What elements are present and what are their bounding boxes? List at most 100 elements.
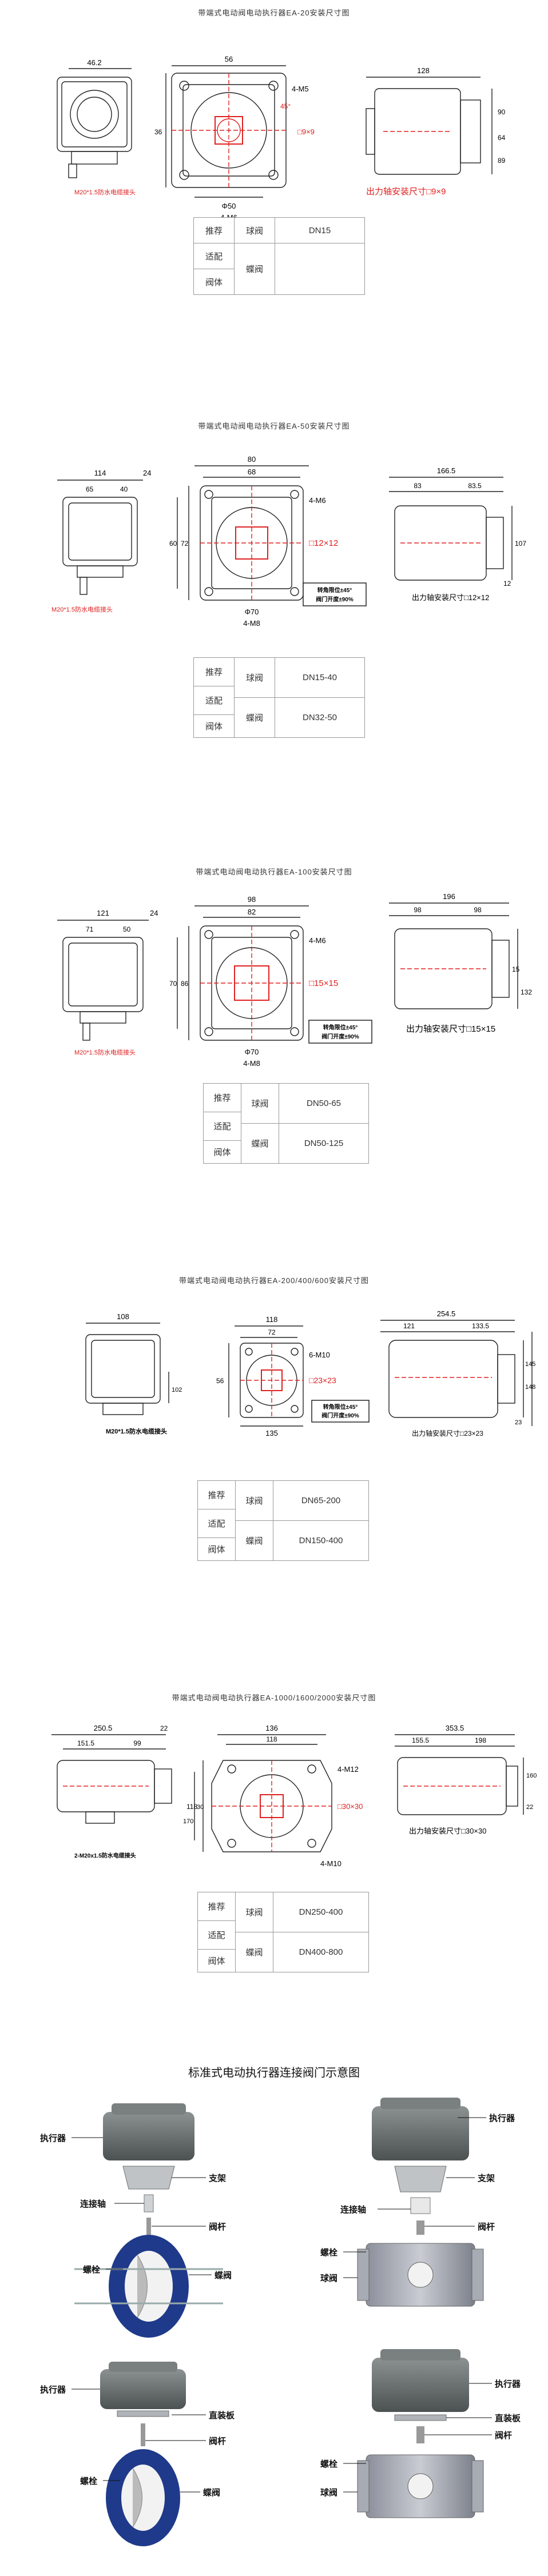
valve-ball: 球阀 <box>234 217 275 243</box>
actuator-shape <box>372 2358 469 2412</box>
top-view <box>194 1734 332 1852</box>
dim-a: 121 <box>97 909 109 917</box>
spec-table: 推荐 球阀 DN15 适配 蝶阀 阀体 <box>193 217 365 295</box>
dim-j: 90 <box>498 108 506 116</box>
row-label-3: 阀体 <box>193 269 235 295</box>
dim-m: 23 <box>515 1419 522 1426</box>
dim-e: □9×9 <box>297 127 315 136</box>
valve-ball: 球阀 <box>234 657 275 698</box>
valve-butterfly: 蝶阀 <box>234 243 275 295</box>
dim-p: 70 <box>169 980 177 988</box>
dim-k: 353.5 <box>446 1724 464 1732</box>
front-view <box>395 1734 524 1815</box>
dim-q: 22 <box>526 1804 533 1811</box>
dim-f: 68 <box>248 468 256 476</box>
dim-l: 155.5 <box>412 1736 429 1744</box>
label-bolt-4: 螺栓 <box>320 2460 338 2469</box>
spec-table: 推荐 球阀 DN50-65 适配 蝶阀 DN50-125 阀体 <box>203 1083 369 1164</box>
label-ball-4: 球阀 <box>320 2489 338 2498</box>
note-line-1: 转角限位±45° <box>317 586 352 594</box>
output-note: 出力轴安装尺寸□23×23 <box>412 1429 483 1437</box>
dim-h: □30×30 <box>337 1802 363 1811</box>
dim-n: 98 <box>474 906 482 914</box>
dim-b: 151.5 <box>77 1739 94 1747</box>
row-label-1: 推荐 <box>197 1892 236 1921</box>
dim-c: 72 <box>268 1328 276 1336</box>
ea200-drawing: 108 102 M20*1.5防水电缆接头 118 72 6-M10 □23×2… <box>85 1309 535 1437</box>
dim-m: 198 <box>475 1736 486 1744</box>
row-label-1: 推荐 <box>197 1480 236 1509</box>
dim-p: 60 <box>169 540 177 548</box>
dim-c: 99 <box>133 1739 141 1747</box>
connection-title: 标准式电动执行器连接阀门示意图 <box>188 2067 360 2079</box>
front-view <box>389 477 513 581</box>
cable-note: M20*1.5防水电缆接头 <box>51 605 113 613</box>
dim-r: 160 <box>526 1772 537 1779</box>
section-ea20: 带端式电动阀电动执行器EA-20安装尺寸图 46.2 M20*1.5防水电缆接头 <box>0 0 548 354</box>
dim-b: 118 <box>266 1315 278 1324</box>
top-view <box>228 1325 304 1427</box>
size-butterfly: DN32-50 <box>275 697 365 738</box>
label-bracket-2: 支架 <box>478 2174 495 2183</box>
section-caption: 带端式电动阀电动执行器EA-1000/1600/2000安装尺寸图 <box>172 1694 376 1702</box>
dim-d: 50 <box>123 925 131 933</box>
label-bracket-1: 支架 <box>209 2174 227 2183</box>
dim-l: 166.5 <box>437 466 456 475</box>
label-stem-3: 阀杆 <box>209 2437 227 2446</box>
dim-c: 65 <box>86 485 94 493</box>
dim-e: 136 <box>265 1724 278 1732</box>
section-ea50: 带端式电动阀电动执行器EA-50安装尺寸图 114 24 65 40 M20*1… <box>0 354 548 800</box>
dim-h: □15×15 <box>309 979 338 988</box>
section-caption: 带端式电动阀电动执行器EA-20安装尺寸图 <box>198 9 350 17</box>
row-label-2: 适配 <box>203 1112 241 1141</box>
dim-q: 15 <box>512 965 520 973</box>
dim-m: 98 <box>414 906 422 914</box>
row-label-1: 推荐 <box>193 217 235 243</box>
dim-e: 98 <box>248 895 256 904</box>
direct-plate-shape <box>117 2410 169 2417</box>
dim-m: 89 <box>498 157 506 165</box>
valve-ball: 球阀 <box>241 1083 279 1124</box>
dim-d: 6-M10 <box>309 1351 330 1359</box>
bracket-shape <box>122 2166 175 2190</box>
dim-q: 107 <box>515 540 526 548</box>
rotation-note: 转角限位±45° 阀门开度±90% <box>303 582 367 606</box>
label-bolt-3: 螺栓 <box>80 2477 98 2486</box>
dim-i: 4-M10 <box>320 1859 341 1868</box>
side-view <box>57 480 143 595</box>
top-view <box>177 905 309 1041</box>
top-view <box>177 465 309 601</box>
front-view <box>366 77 493 175</box>
ea50-drawing: 114 24 65 40 M20*1.5防水电缆接头 80 68 4-M6 □1… <box>51 455 526 628</box>
actuator-shape <box>100 2369 186 2409</box>
dim-j: 133.5 <box>472 1322 489 1330</box>
cable-note: 2-M20x1.5防水电缆接头 <box>74 1852 136 1859</box>
connection-section: 标准式电动执行器连接阀门示意图 <box>0 2023 548 2576</box>
ea1000-drawing: 250.5 151.5 99 22 2-M20x1.5防水电缆接头 136 11… <box>51 1724 537 1868</box>
label-ball-2: 球阀 <box>320 2274 338 2283</box>
size-ball: DN15 <box>275 217 365 243</box>
label-coupling-2: 连接轴 <box>340 2206 367 2215</box>
dim-g: 4-M6 <box>309 936 326 945</box>
coupling-shape <box>144 2194 154 2212</box>
dim-n: 102 <box>172 1387 182 1393</box>
panel-butterfly-bracket <box>72 2103 223 2338</box>
dim-n: 83.5 <box>468 482 482 490</box>
dim-d: 40 <box>120 485 128 493</box>
dim-o: 148 <box>525 1384 535 1391</box>
side-view <box>57 920 149 1041</box>
section-caption: 带端式电动阀电动执行器EA-100安装尺寸图 <box>196 868 352 876</box>
row-label-3: 阀体 <box>197 1537 236 1561</box>
section-ea1000: 带端式电动阀电动执行器EA-1000/1600/2000安装尺寸图 250.5 … <box>0 1623 548 2023</box>
label-butterfly-1: 蝶阀 <box>215 2271 232 2281</box>
dim-f: 82 <box>248 908 256 916</box>
dim-b: 24 <box>143 469 151 477</box>
label-stem-2: 阀杆 <box>478 2223 495 2232</box>
dim-m: 83 <box>414 482 422 490</box>
front-view <box>380 1320 533 1426</box>
row-label-2: 适配 <box>193 243 235 269</box>
side-view <box>51 1734 172 1824</box>
row-label-3: 阀体 <box>193 714 235 738</box>
dim-h: □12×12 <box>309 538 338 548</box>
valve-ball: 球阀 <box>235 1892 273 1932</box>
